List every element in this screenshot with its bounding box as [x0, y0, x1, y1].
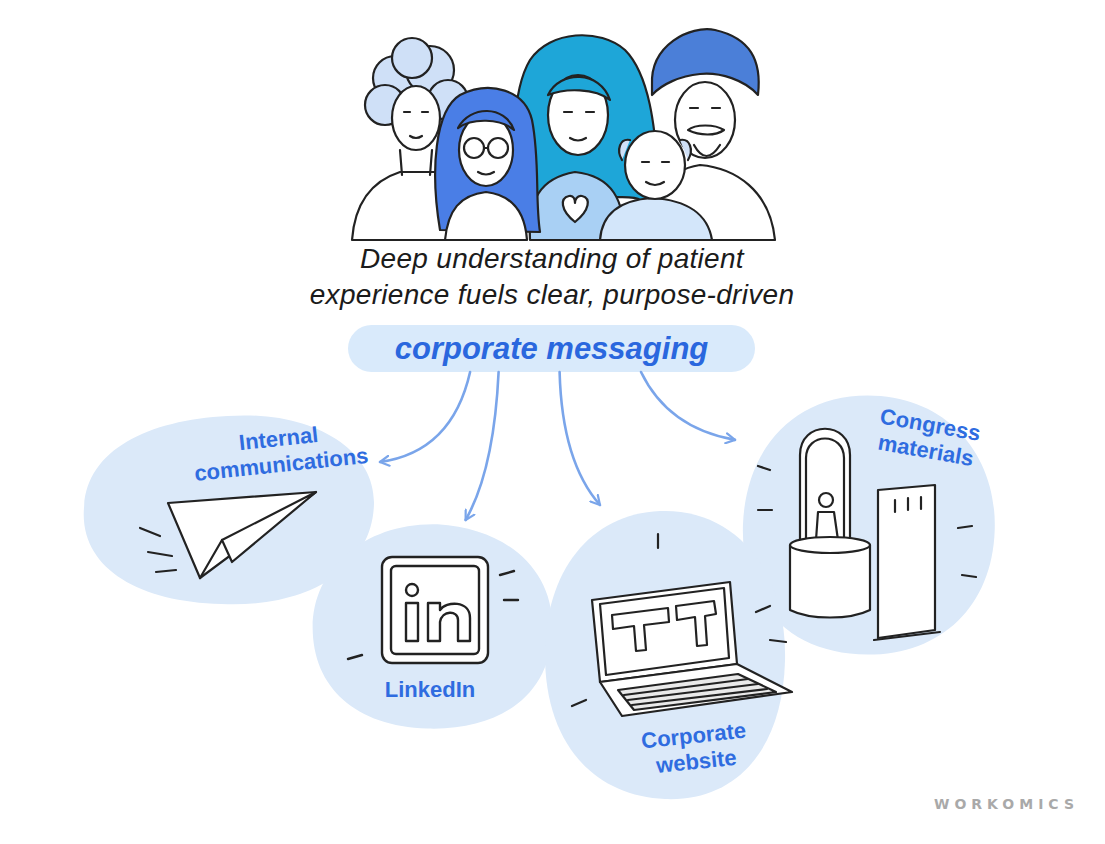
flow-arrow	[641, 372, 735, 440]
illustration-part	[488, 138, 508, 158]
channel-blob: Corporate website	[540, 505, 790, 805]
illustration-part	[563, 196, 588, 222]
person-glasses	[435, 88, 540, 240]
illustration-part	[458, 111, 514, 130]
flow-arrow	[560, 372, 600, 505]
illustration-part	[392, 86, 440, 150]
pill-text: corporate messaging	[348, 325, 755, 372]
illustration-part	[548, 77, 610, 100]
blob-shape	[313, 524, 553, 728]
illustration-part	[690, 107, 720, 109]
person-bald	[600, 131, 712, 240]
illustration-part	[404, 112, 428, 138]
message-pill: Deep understanding of patient experience…	[348, 325, 755, 372]
illustration-part	[625, 131, 685, 199]
illustration-part	[464, 138, 484, 158]
illustration-part	[445, 192, 527, 240]
illustration-part	[600, 198, 712, 240]
illustration-part	[392, 38, 432, 78]
people-illustration	[0, 0, 1105, 250]
illustration-part	[478, 148, 494, 175]
illustration-part	[694, 145, 720, 156]
channel-label: LinkedIn	[360, 677, 500, 703]
channel-blob: LinkedIn	[305, 520, 560, 735]
illustration-part	[652, 29, 759, 95]
illustration-part	[564, 112, 594, 141]
blob-outline	[305, 520, 560, 735]
lead-text: Deep understanding of patient experience…	[232, 241, 872, 313]
flow-arrow	[466, 372, 499, 520]
illustration-part	[688, 126, 724, 135]
illustration-part	[619, 140, 691, 160]
watermark: WORKOMICS	[934, 796, 1079, 812]
blob-shape	[545, 511, 785, 799]
illustration-part	[400, 150, 432, 175]
flow-arrow	[380, 372, 470, 462]
illustration-part	[642, 162, 669, 185]
